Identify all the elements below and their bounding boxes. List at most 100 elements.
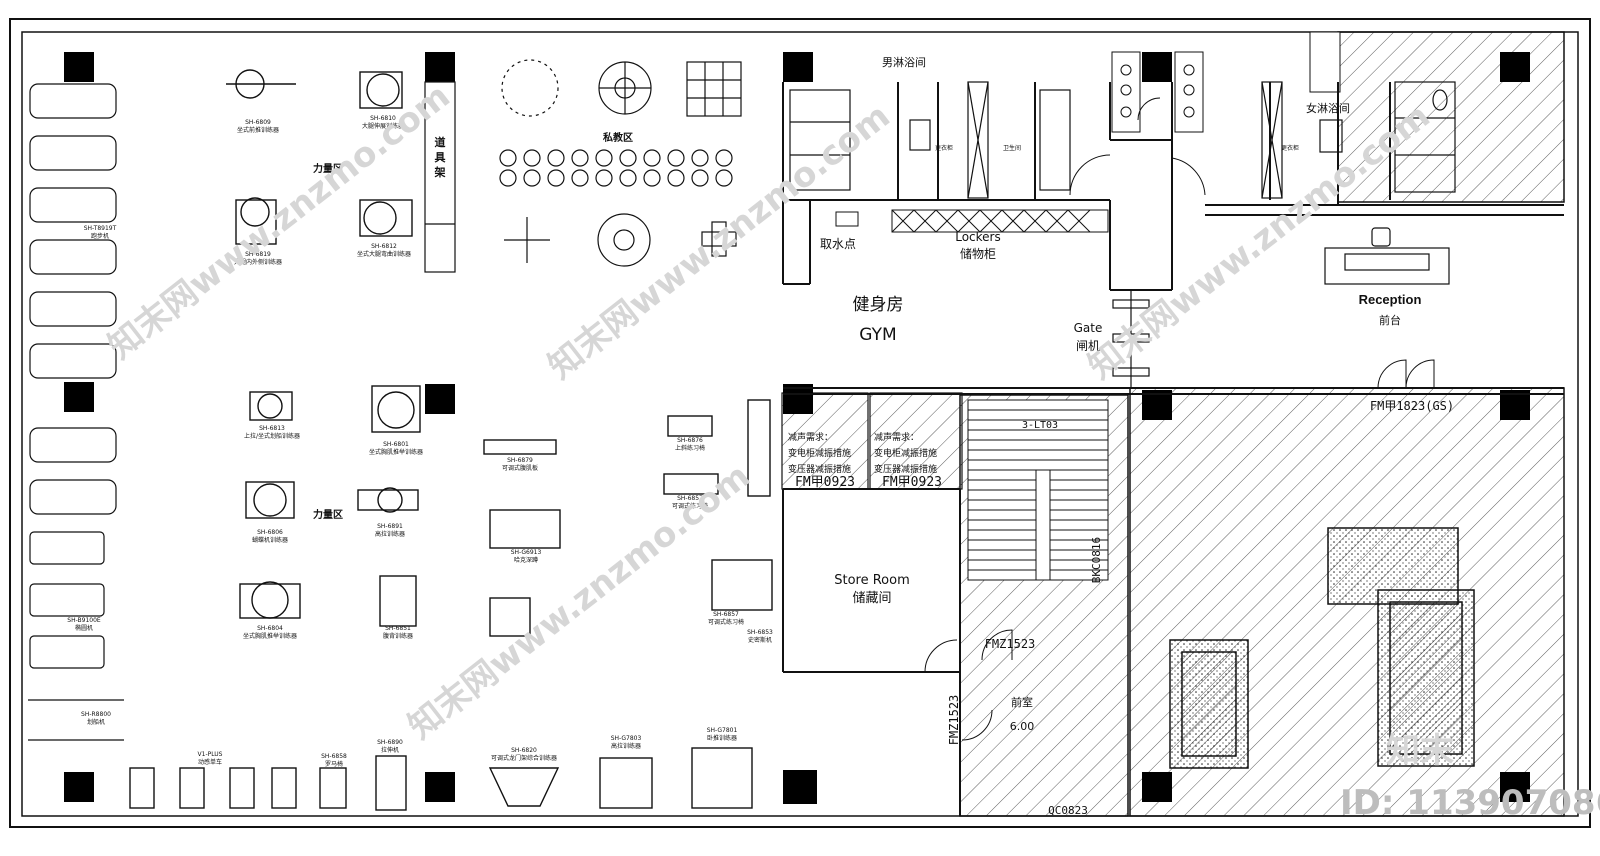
eq-code-17: SH-B9100E xyxy=(67,617,101,624)
eq-code-15: SH-6857 xyxy=(713,611,739,618)
private-zone-symbols xyxy=(499,59,742,267)
label-gym-cn: 健身房 xyxy=(853,295,904,315)
watermark-id: ID: 1139070862 xyxy=(1340,783,1600,823)
label-store-room-cn: 储藏间 xyxy=(852,591,891,606)
door-fm0923-1: FM甲0923 xyxy=(795,475,855,490)
door-swings xyxy=(924,97,1435,741)
eq-name-3: 坐式大腿弯曲训练器 xyxy=(357,250,411,258)
label-water-point: 取水点 xyxy=(820,237,856,251)
eq-code-19: V1-PLUS xyxy=(198,751,223,758)
reception-desk xyxy=(1324,227,1450,285)
note1-line2: 变电柜减振措施 xyxy=(788,447,851,459)
eq-code-1: SH-6810 xyxy=(370,115,396,122)
eq-name-6: 坐式胸肌推举训练器 xyxy=(369,448,423,456)
eq-code-10: SH-6851 xyxy=(385,625,411,632)
label-prop-rack-1: 道 xyxy=(435,135,446,149)
eq-name-13: 可调式练习椅 xyxy=(672,502,708,510)
label-male-shower: 男淋浴间 xyxy=(882,56,926,69)
outer-walls xyxy=(9,18,1591,828)
eq-name-23: 高拉训练器 xyxy=(611,742,641,750)
label-store-room-en: Store Room xyxy=(834,573,910,588)
eq-code-11: SH-6879 xyxy=(507,457,533,464)
watermark-logo: 知末 xyxy=(1386,731,1454,771)
watermark-site-1: 知末网www.znzmo.com xyxy=(101,76,458,367)
watermark-site-3: 知末网www.znzmo.com xyxy=(401,456,758,747)
stair xyxy=(967,399,1109,581)
eq-name-12: 上斜练习椅 xyxy=(675,444,705,452)
label-toilet: 卫生间 xyxy=(1003,144,1021,152)
label-prop-rack-2: 具 xyxy=(435,151,446,164)
eq-name-17: 椭圆机 xyxy=(75,624,93,632)
eq-code-24: SH-G7801 xyxy=(707,727,738,734)
eq-name-7: 蝴蝶机训练器 xyxy=(252,536,288,544)
floor-mats xyxy=(1169,527,1475,769)
eq-name-21: 拉伸机 xyxy=(381,746,399,754)
labels: 健身房 GYM 男淋浴间 女淋浴间 Reception 前台 Gate 闸机 L… xyxy=(313,56,1421,733)
eq-name-4: 跑步机 xyxy=(91,232,109,240)
sinks xyxy=(1111,51,1204,133)
door-fmz1523-h: FMZ1523 xyxy=(985,637,1036,651)
eq-code-21: SH-6890 xyxy=(377,739,403,746)
door-codes: FM甲1823(GS) FM甲0923 FM甲0923 FMZ1523 FMZ1… xyxy=(795,399,1454,817)
male-stalls xyxy=(789,81,1071,199)
eq-name-1: 大腿伸展训练器 xyxy=(362,122,404,130)
label-gate-cn: 闸机 xyxy=(1076,339,1100,353)
structural-columns xyxy=(64,52,1530,804)
lockers xyxy=(835,209,1109,233)
door-fm1823: FM甲1823(GS) xyxy=(1370,399,1454,413)
eq-name-11: 可调式腹肌板 xyxy=(502,464,538,472)
eq-name-15: 可调式练习椅 xyxy=(708,618,744,626)
treadmills xyxy=(28,83,124,741)
label-anteroom-value: 6.00 xyxy=(1010,720,1035,733)
door-fmz1523-v: FMZ1523 xyxy=(947,695,961,746)
eq-code-7: SH-6806 xyxy=(257,529,283,536)
label-private-zone: 私教区 xyxy=(602,131,633,144)
label-anteroom: 前室 xyxy=(1011,695,1033,709)
eq-name-20: 罗马椅 xyxy=(325,760,343,768)
label-gate-en: Gate xyxy=(1074,321,1103,335)
female-stalls xyxy=(1261,81,1456,199)
eq-code-12: SH-6876 xyxy=(677,437,703,444)
eq-name-5: 上拉/坐式划船训练器 xyxy=(244,432,300,440)
eq-name-9: 坐式胸肌推举训练器 xyxy=(243,632,297,640)
eq-code-18: SH-R8800 xyxy=(81,711,111,718)
eq-code-23: SH-G7803 xyxy=(611,735,642,742)
eq-name-10: 腹背训练器 xyxy=(383,632,413,640)
label-gym-en: GYM xyxy=(859,325,896,345)
label-strength-zone-2: 力量区 xyxy=(313,508,343,521)
note1-line1: 减声需求： xyxy=(788,431,833,443)
door-fm0923-2: FM甲0923 xyxy=(882,475,942,490)
eq-code-13: SH-6857 xyxy=(677,495,703,502)
label-lockers-cn: 储物柜 xyxy=(960,246,996,261)
eq-code-2: SH-6819 xyxy=(245,251,271,258)
equipment-labels: SH-6809 坐式前推训练器 SH-6810 大腿伸展训练器 SH-6819 … xyxy=(67,115,773,768)
eq-name-19: 动感单车 xyxy=(198,758,222,766)
eq-code-9: SH-6804 xyxy=(257,625,283,632)
interior-walls xyxy=(782,82,1564,816)
eq-code-22: SH-6820 xyxy=(511,747,537,754)
door-qc0823: QC0823 xyxy=(1048,804,1088,817)
eq-name-8: 高拉训练器 xyxy=(375,530,405,538)
label-female-shower: 女淋浴间 xyxy=(1306,101,1350,115)
strength-machines xyxy=(129,69,773,811)
gate-turnstile xyxy=(1112,290,1150,388)
label-lockers-en: Lockers xyxy=(955,230,1001,244)
note1-line3: 变压器减振措施 xyxy=(788,463,851,475)
eq-code-6: SH-6801 xyxy=(383,441,409,448)
eq-name-14: 哈克深蹲 xyxy=(514,556,538,564)
eq-name-2: 大腿内外侧训练器 xyxy=(234,258,282,266)
eq-name-18: 划船机 xyxy=(87,718,105,726)
eq-name-24: 卧推训练器 xyxy=(707,734,737,742)
label-reception-en: Reception xyxy=(1359,292,1422,307)
eq-code-3: SH-6812 xyxy=(371,243,397,250)
eq-code-4: SH-T8919T xyxy=(84,225,117,232)
note2-line1: 减声需求： xyxy=(874,431,919,443)
eq-name-0: 坐式前推训练器 xyxy=(237,126,279,134)
eq-code-5: SH-6813 xyxy=(259,425,285,432)
eq-code-8: SH-6891 xyxy=(377,523,403,530)
notes: 减声需求： 变电柜减振措施 变压器减振措施 减声需求： 变电柜减振措施 变压器减… xyxy=(788,431,937,475)
note2-line3: 变压器减振措施 xyxy=(874,463,937,475)
label-prop-rack-3: 架 xyxy=(434,165,446,179)
label-reception-cn: 前台 xyxy=(1379,313,1401,327)
